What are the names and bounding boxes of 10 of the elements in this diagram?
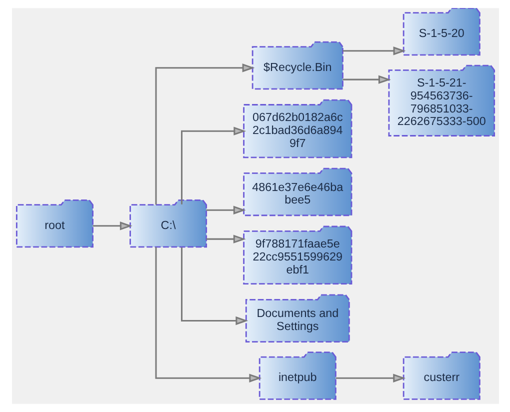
- arrow: [180, 126, 246, 204]
- arrow: [180, 247, 248, 326]
- arrow: [154, 247, 262, 382]
- arrow: [335, 374, 406, 382]
- arrow: [206, 234, 246, 244]
- arrow: [154, 64, 254, 205]
- arrow: [342, 75, 390, 84]
- arrow: [342, 46, 406, 56]
- arrow: [206, 206, 246, 214]
- arrow: [92, 222, 132, 230]
